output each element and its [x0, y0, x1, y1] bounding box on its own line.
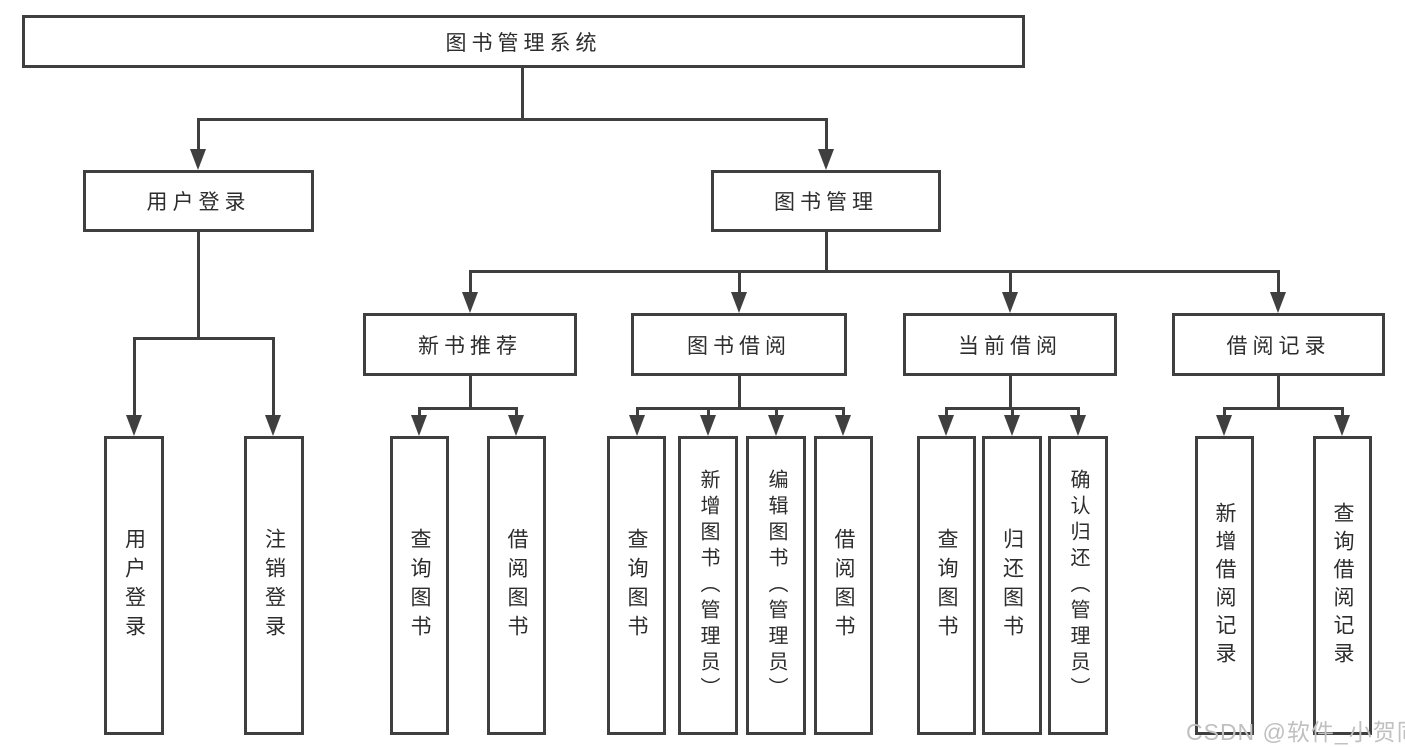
- connector: [1223, 407, 1343, 410]
- arrowhead-down-icon: [835, 415, 851, 436]
- connector: [1009, 376, 1012, 407]
- node-root: 图书管理系统: [22, 15, 1025, 68]
- csdn-watermark: CSDN @软件_小贺同学: [1186, 719, 1405, 745]
- leaf-rec-borrow-book: 借阅图书: [487, 436, 546, 735]
- connector: [1277, 270, 1280, 294]
- node-current-borrow-label: 当前借阅: [958, 334, 1062, 358]
- connector: [521, 68, 524, 118]
- node-borrow-record: 借阅记录: [1172, 313, 1385, 376]
- connector: [945, 407, 948, 419]
- leaf-cb-confirm-return-label: 确认归还（管理员）: [1067, 468, 1089, 703]
- leaf-cb-return-book-label: 归还图书: [1000, 527, 1024, 644]
- node-book-mgmt-branch: 图书管理: [711, 170, 941, 232]
- arrowhead-down-icon: [1216, 415, 1232, 436]
- leaf-bb-borrow-book: 借阅图书: [814, 436, 873, 735]
- arrowhead-down-icon: [818, 149, 834, 170]
- arrowhead-down-icon: [265, 415, 281, 436]
- connector: [515, 407, 518, 419]
- arrowhead-down-icon: [1270, 292, 1286, 313]
- node-book-borrow-label: 图书借阅: [687, 334, 791, 358]
- leaf-br-add-record-label: 新增借阅记录: [1213, 501, 1236, 670]
- connector: [1341, 407, 1344, 419]
- connector: [418, 407, 421, 419]
- leaf-cb-query-book: 查询图书: [917, 436, 976, 735]
- leaf-user-login-label: 用户登录: [122, 527, 146, 644]
- leaf-rec-query-book: 查询图书: [390, 436, 449, 735]
- arrowhead-down-icon: [768, 415, 784, 436]
- connector: [825, 118, 828, 151]
- node-current-borrow: 当前借阅: [903, 313, 1117, 376]
- node-root-label: 图书管理系统: [445, 31, 602, 55]
- arrowhead-down-icon: [731, 292, 747, 313]
- node-borrow-record-label: 借阅记录: [1226, 334, 1331, 358]
- leaf-user-login: 用户登录: [104, 436, 164, 735]
- arrowhead-down-icon: [462, 292, 478, 313]
- leaf-bb-add-book: 新增图书（管理员）: [678, 436, 738, 735]
- arrowhead-down-icon: [1334, 415, 1350, 436]
- connector: [469, 376, 472, 407]
- leaf-br-query-record: 查询借阅记录: [1313, 436, 1372, 735]
- arrowhead-down-icon: [1004, 415, 1020, 436]
- node-user-login-branch-label: 用户登录: [146, 191, 251, 214]
- connector: [197, 232, 200, 337]
- connector: [133, 337, 275, 340]
- connector: [775, 407, 778, 419]
- arrowhead-down-icon: [700, 415, 716, 436]
- connector: [469, 270, 472, 294]
- connector: [636, 407, 844, 410]
- connector: [197, 118, 828, 121]
- node-book-mgmt-branch-label: 图书管理: [774, 191, 878, 214]
- leaf-bb-edit-book: 编辑图书（管理员）: [746, 436, 806, 735]
- arrowhead-down-icon: [411, 415, 427, 436]
- connector: [1223, 407, 1226, 419]
- connector: [197, 118, 200, 151]
- node-user-login-branch: 用户登录: [83, 170, 314, 232]
- leaf-bb-borrow-book-label: 借阅图书: [832, 527, 855, 644]
- leaf-bb-query-book: 查询图书: [607, 436, 666, 735]
- arrowhead-down-icon: [126, 415, 142, 436]
- connector: [738, 376, 741, 407]
- connector: [825, 232, 828, 270]
- node-new-book-rec-label: 新书推荐: [418, 334, 522, 358]
- leaf-br-query-record-label: 查询借阅记录: [1331, 501, 1354, 670]
- arrowhead-down-icon: [938, 415, 954, 436]
- node-book-borrow: 图书借阅: [631, 313, 847, 376]
- leaf-cb-query-book-label: 查询图书: [935, 527, 958, 644]
- leaf-bb-add-book-label: 新增图书（管理员）: [697, 468, 719, 703]
- arrowhead-down-icon: [1070, 415, 1086, 436]
- leaf-cb-return-book: 归还图书: [982, 436, 1042, 735]
- connector: [1011, 407, 1014, 419]
- leaf-br-add-record: 新增借阅记录: [1195, 436, 1254, 735]
- leaf-rec-borrow-book-label: 借阅图书: [505, 527, 528, 644]
- connector: [469, 270, 1279, 273]
- connector: [738, 270, 741, 294]
- arrowhead-down-icon: [508, 415, 524, 436]
- arrowhead-down-icon: [190, 149, 206, 170]
- connector: [133, 337, 136, 417]
- connector: [1277, 376, 1280, 407]
- node-new-book-rec: 新书推荐: [363, 313, 577, 376]
- connector: [1009, 270, 1012, 294]
- connector: [707, 407, 710, 419]
- leaf-bb-query-book-label: 查询图书: [625, 527, 648, 644]
- leaf-logout: 注销登录: [244, 436, 304, 735]
- connector: [1077, 407, 1080, 419]
- connector: [418, 407, 518, 410]
- leaf-logout-label: 注销登录: [262, 527, 286, 644]
- leaf-bb-edit-book-label: 编辑图书（管理员）: [765, 468, 787, 703]
- leaf-rec-query-book-label: 查询图书: [408, 527, 431, 644]
- connector: [272, 337, 275, 417]
- leaf-cb-confirm-return: 确认归还（管理员）: [1048, 436, 1108, 735]
- arrowhead-down-icon: [629, 415, 645, 436]
- connector: [636, 407, 639, 419]
- connector: [842, 407, 845, 419]
- arrowhead-down-icon: [1002, 292, 1018, 313]
